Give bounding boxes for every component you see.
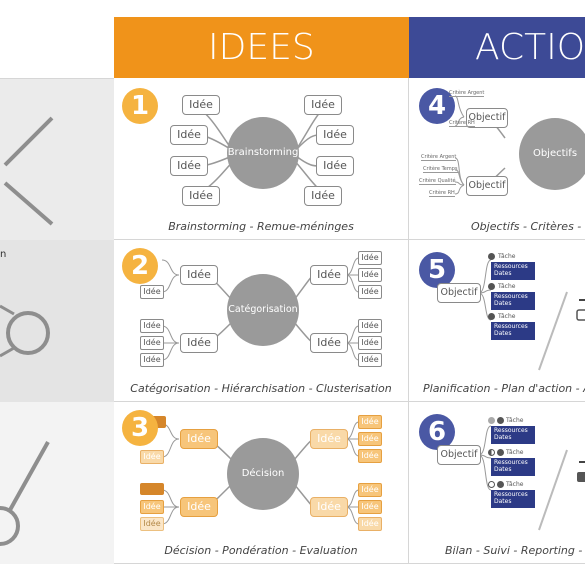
objectif-node: Objectif	[437, 445, 481, 465]
idea-node: Idée	[316, 125, 354, 145]
idea-node: Idée	[180, 333, 218, 353]
idea-node: Idée	[182, 186, 220, 206]
idea-node-small: Idée	[140, 336, 164, 350]
idea-node-small: Idée	[358, 353, 382, 367]
brainstorming-node: Brainstorming	[227, 117, 299, 189]
task-label: Tâche	[498, 313, 516, 320]
idea-node: Idée	[310, 333, 348, 353]
caption-planification: Planification - Plan d'action - A	[423, 382, 585, 395]
progress-icon	[488, 417, 495, 424]
task-label: Tâche	[498, 253, 516, 260]
categorisation-node: Catégorisation	[227, 274, 299, 346]
progress-icon	[488, 449, 495, 456]
idea-node-small: Idée	[358, 483, 382, 497]
step-number-4: 4	[419, 88, 455, 124]
left-illustrations	[0, 116, 54, 546]
idea-node: Idée	[310, 265, 348, 285]
left-partial-text: n	[0, 249, 7, 260]
idea-node: Idée	[182, 95, 220, 115]
idea-node: Idée	[170, 156, 208, 176]
idea-node-small: Idée	[140, 450, 164, 464]
objectif-node: Objectif	[437, 283, 481, 303]
idea-node-small: Idée	[358, 285, 382, 299]
idea-node-small: Idée	[358, 432, 382, 446]
cell-decision: 3 Décision Idée Idée Idée Idée Idée Idée…	[114, 402, 409, 564]
criterion-label: Critère Qualité	[419, 178, 456, 185]
left-row-1	[0, 78, 114, 240]
caption-objectifs: Objectifs - Critères - I	[471, 220, 585, 233]
idea-node-small: Idée	[140, 353, 164, 367]
criterion-label: Critère Argent	[421, 154, 457, 161]
criterion-label: Critère RH	[449, 120, 475, 127]
idea-node: Idée	[304, 95, 342, 115]
cell-brainstorming: 1 Brainstorming Idée Idée Idée Idée Idée…	[114, 78, 409, 240]
objectif-node: Objectif	[466, 108, 508, 128]
task-marker-icon	[497, 481, 504, 488]
idea-node: Idée	[304, 186, 342, 206]
caption-bilan: Bilan - Suivi - Reporting - R	[445, 544, 585, 557]
idea-node-small: Idée	[140, 319, 164, 333]
idea-node-small: Idée	[358, 268, 382, 282]
idea-node-small: Idée	[140, 285, 164, 299]
step-number-6: 6	[419, 414, 455, 450]
criterion-label: Critère Temps	[423, 166, 458, 173]
idea-node: Idée	[180, 265, 218, 285]
idea-node: Idée	[170, 125, 208, 145]
header-action: ACTIO	[409, 17, 585, 78]
idea-node: Idée	[180, 497, 218, 517]
left-row-3	[0, 402, 114, 564]
idea-node-small: Idée	[358, 251, 382, 265]
caption-brainstorming: Brainstorming - Remue-méninges	[168, 220, 354, 233]
idea-node: Idée	[316, 156, 354, 176]
task-marker-icon	[488, 253, 495, 260]
idea-node-small: Idée	[358, 336, 382, 350]
task-marker-icon	[497, 449, 504, 456]
cell-objectifs: 4 Objectifs Objectif Objectif Critère Ar…	[409, 78, 585, 240]
task-marker-icon	[488, 313, 495, 320]
decision-node: Décision	[227, 438, 299, 510]
caption-decision: Décision - Pondération - Evaluation	[164, 544, 358, 557]
task-marker-icon	[488, 283, 495, 290]
step-number-2: 2	[122, 248, 158, 284]
idea-node-small: Idée	[358, 319, 382, 333]
idea-node: Idée	[310, 497, 348, 517]
idea-node-small: Idée	[358, 415, 382, 429]
header-idees: IDEES	[114, 17, 409, 78]
left-row-2	[0, 240, 114, 402]
task-label: Tâche	[506, 481, 524, 488]
idea-node-small: Idée	[358, 500, 382, 514]
step-number-1: 1	[122, 88, 158, 124]
step-number-3: 3	[122, 410, 158, 446]
idea-node-small: Idée	[358, 517, 382, 531]
cell-categorisation: 2 Catégorisation Idée Idée Idée Idée Idé…	[114, 240, 409, 402]
caption-categorisation: Catégorisation - Hiérarchisation - Clust…	[130, 382, 392, 395]
idea-node-small: Idée	[140, 500, 164, 514]
task-label: Tâche	[506, 417, 524, 424]
task-label: Tâche	[506, 449, 524, 456]
task-label: Tâche	[498, 283, 516, 290]
weight-bar	[140, 483, 164, 495]
objectifs-node: Objectifs	[519, 118, 585, 190]
idea-node: Idée	[180, 429, 218, 449]
progress-icon	[488, 481, 495, 488]
idea-node: Idée	[310, 429, 348, 449]
step-number-5: 5	[419, 252, 455, 288]
criterion-label: Critère Argent	[449, 90, 485, 97]
objectif-node: Objectif	[466, 176, 508, 196]
task-marker-icon	[497, 417, 504, 424]
idea-node-small: Idée	[358, 449, 382, 463]
criterion-label: Critère RH	[429, 190, 455, 197]
idea-node-small: Idée	[140, 517, 164, 531]
